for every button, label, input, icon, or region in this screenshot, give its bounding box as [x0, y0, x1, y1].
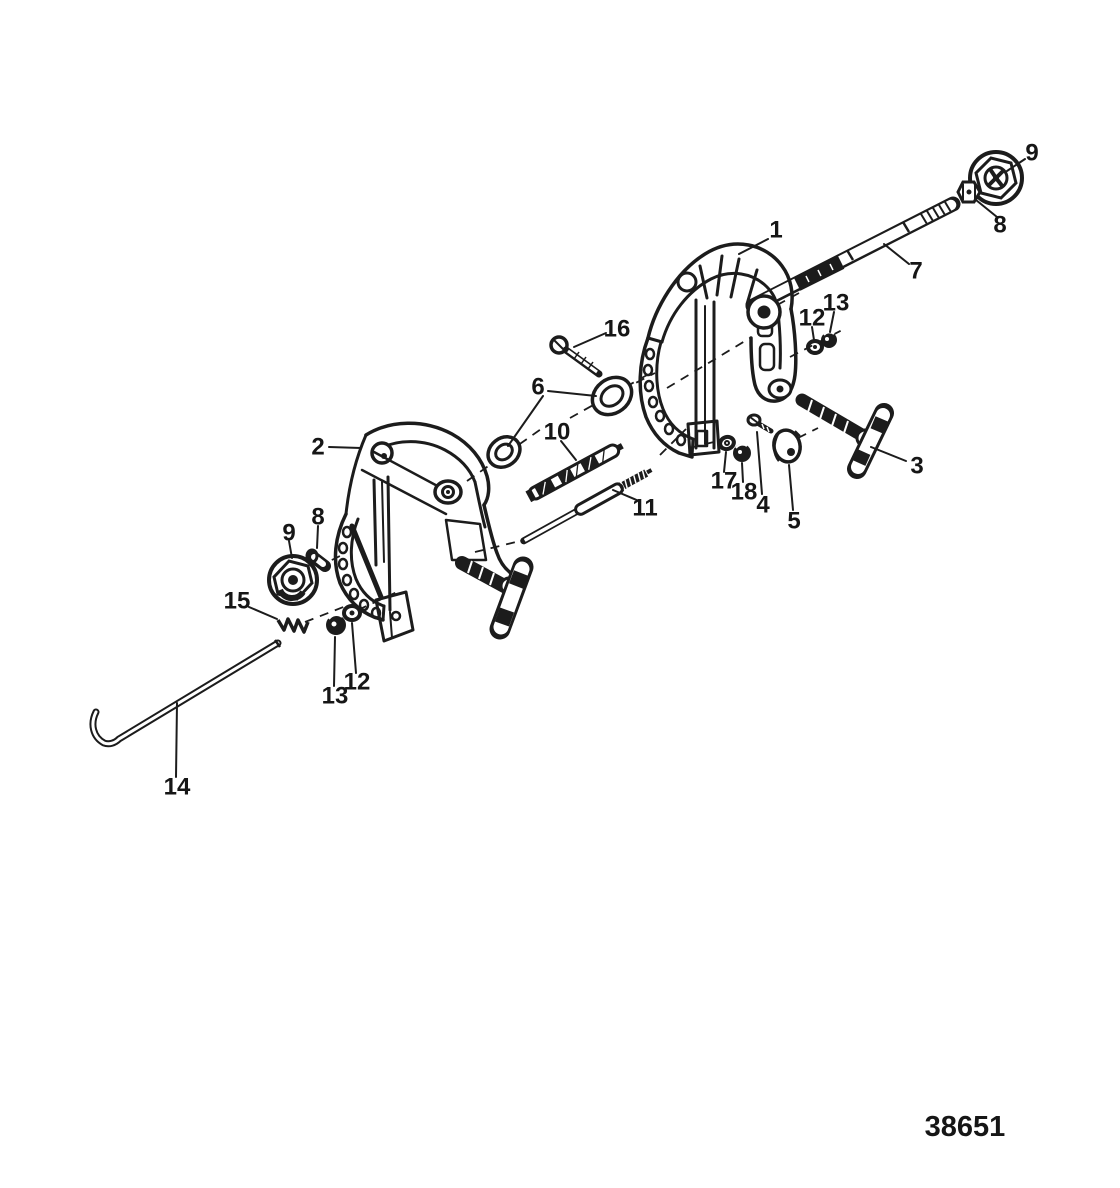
- drawing-number: 38651: [925, 1111, 1006, 1143]
- callout-leader-swivel-pad: [788, 464, 794, 511]
- washer-6b: [486, 435, 522, 469]
- callout-leader-pivot-shaft: [883, 243, 910, 265]
- callout-washers: 6: [531, 374, 544, 401]
- flange-nut-9-right: [968, 150, 1024, 206]
- nut-8-left: [305, 548, 331, 572]
- callout-nut-lower: 13: [322, 683, 349, 710]
- callout-spring: 15: [224, 588, 251, 615]
- spring-15: [276, 617, 310, 634]
- callout-leader-tilt-lock-rod: [175, 702, 178, 778]
- callout-leader-nut-small-left: [316, 525, 319, 549]
- callout-leader-flange-nut-left: [288, 540, 293, 559]
- callout-leader-nut-round: [741, 462, 744, 483]
- washer-17: [718, 434, 736, 452]
- clamp-bracket-1: [638, 242, 798, 459]
- callout-leader-pin-shaft: [612, 489, 640, 502]
- callout-leader-flange-nut-right: [1006, 158, 1026, 172]
- callout-leader-washer-lower: [351, 622, 357, 674]
- callout-washer-lower: 12: [344, 669, 371, 696]
- callout-leader-nut-upper: [829, 311, 835, 333]
- swivel-pad-5: [772, 428, 802, 464]
- callout-screw: 4: [756, 492, 770, 519]
- tilt-rod-14: [89, 639, 282, 748]
- callout-flange-nut-left: 9: [282, 520, 295, 547]
- callout-knurled-pin: 10: [544, 419, 571, 446]
- callout-clamp-screw-handle: 3: [910, 453, 923, 480]
- callout-leader-clamp-bracket-left: [328, 446, 362, 449]
- callout-leader-bolt: [573, 332, 607, 348]
- callout-nut-round: 18: [731, 479, 758, 506]
- callout-bolt: 16: [604, 316, 631, 343]
- callout-washer-small: 17: [711, 468, 738, 495]
- callout-leader-nut-lower: [333, 636, 336, 687]
- clamp-screw-3: [795, 393, 894, 479]
- callout-nut-upper: 13: [823, 290, 850, 317]
- callout-tilt-lock-rod: 14: [164, 774, 191, 801]
- callout-leader-washers: [507, 395, 544, 447]
- nut-8-right: [956, 180, 982, 204]
- callout-leader-screw: [756, 431, 763, 495]
- callout-leader-spring: [248, 606, 278, 620]
- screw-4: [746, 413, 774, 434]
- clamp-bracket-2: [333, 421, 514, 643]
- callout-pivot-shaft: 7: [909, 258, 922, 285]
- callout-leader-washer-small: [723, 451, 727, 473]
- washer-12-lower: [342, 604, 362, 622]
- knurled-pin-10: [525, 443, 624, 503]
- callout-clamp-bracket-left: 2: [311, 434, 324, 461]
- clamp-screw-bracket-2: [455, 556, 534, 640]
- callout-flange-nut-right: 9: [1025, 140, 1038, 167]
- callout-leader-washers: [547, 390, 597, 397]
- callout-leader-knurled-pin: [560, 440, 577, 461]
- callout-pin-shaft: 11: [632, 495, 657, 522]
- nut-13-upper: [821, 331, 837, 348]
- callout-leader-clamp-bracket-right: [738, 238, 769, 255]
- callout-washer-upper: 12: [799, 305, 826, 332]
- flange-nut-9-left: [267, 554, 319, 606]
- bolt-16: [549, 335, 603, 378]
- pin-11: [520, 468, 653, 545]
- callout-leader-clamp-screw-handle: [870, 446, 907, 462]
- callout-clamp-bracket-right: 1: [769, 217, 782, 244]
- callout-leader-washer-upper: [811, 326, 815, 341]
- callout-nut-small-right: 8: [993, 212, 1006, 239]
- washer-6a: [590, 375, 634, 417]
- callout-leader-nut-small-right: [975, 199, 998, 218]
- callout-nut-small-left: 8: [311, 504, 324, 531]
- callout-swivel-pad: 5: [787, 508, 800, 535]
- washer-12-upper: [806, 339, 824, 355]
- nut-18: [733, 443, 751, 462]
- nut-13-lower: [326, 614, 346, 635]
